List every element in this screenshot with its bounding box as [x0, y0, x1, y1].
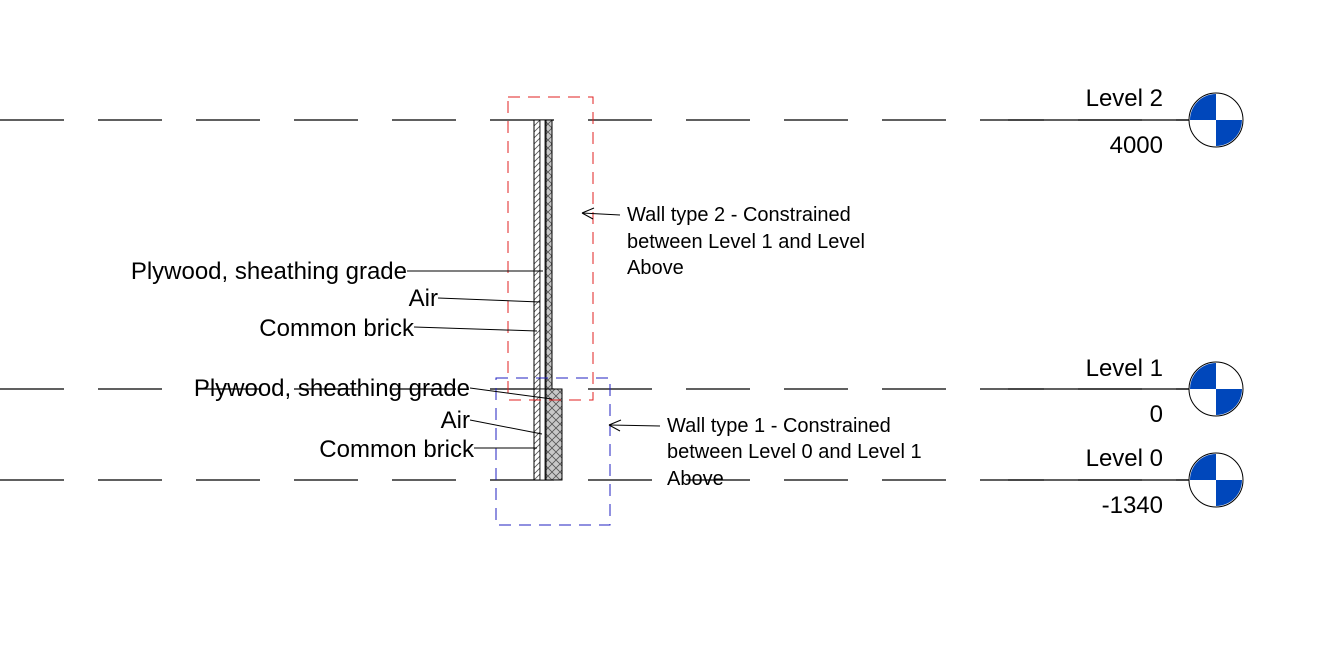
wall-type-2-note-line-3: Above: [627, 257, 684, 279]
wall-type-1-note-line-1: Wall type 1 - Constrained: [667, 415, 891, 437]
wall-type-1-note-line-2: between Level 0 and Level 1: [667, 441, 922, 463]
wall-1-layer-plywood: Plywood, sheathing grade: [194, 375, 470, 402]
wall-type-2[interactable]: [533, 119, 553, 390]
level-1-elevation[interactable]: 0: [1150, 401, 1163, 428]
wall-type-2-note-arrow-icon: [581, 207, 621, 220]
wall-type-1-note-line-3: Above: [667, 468, 724, 490]
wall-type-2-boundary: [507, 96, 594, 401]
level-head-level-2[interactable]: [1188, 92, 1244, 148]
wall-type-2-note-line-2: between Level 1 and Level: [627, 231, 865, 253]
wall-2-layer-brick: Common brick: [259, 315, 415, 342]
level-head-level-1[interactable]: [1188, 361, 1244, 417]
level-2-elevation[interactable]: 4000: [1110, 132, 1163, 159]
wall-1-layer-brick: Common brick: [319, 436, 475, 463]
wall-type-1[interactable]: [533, 388, 563, 481]
wall-type-1-boundary: [495, 377, 611, 526]
wall-type-1-note-arrow-icon: [608, 419, 661, 432]
wall-2-layer-air: Air: [409, 285, 438, 312]
level-2-name[interactable]: Level 2: [1086, 85, 1163, 112]
level-0-elevation[interactable]: -1340: [1102, 492, 1163, 519]
level-0-name[interactable]: Level 0: [1086, 445, 1163, 472]
wall-1-layer-air: Air: [441, 407, 470, 434]
wall-type-1-note[interactable]: Wall type 1 - Constrained between Level …: [667, 415, 927, 490]
wall-type-2-note-line-1: Wall type 2 - Constrained: [627, 204, 851, 226]
level-1-name[interactable]: Level 1: [1086, 355, 1163, 382]
wall-2-layer-plywood: Plywood, sheathing grade: [131, 258, 407, 285]
wall-type-2-note[interactable]: Wall type 2 - Constrained between Level …: [627, 204, 871, 279]
level-head-level-0[interactable]: [1188, 452, 1244, 508]
